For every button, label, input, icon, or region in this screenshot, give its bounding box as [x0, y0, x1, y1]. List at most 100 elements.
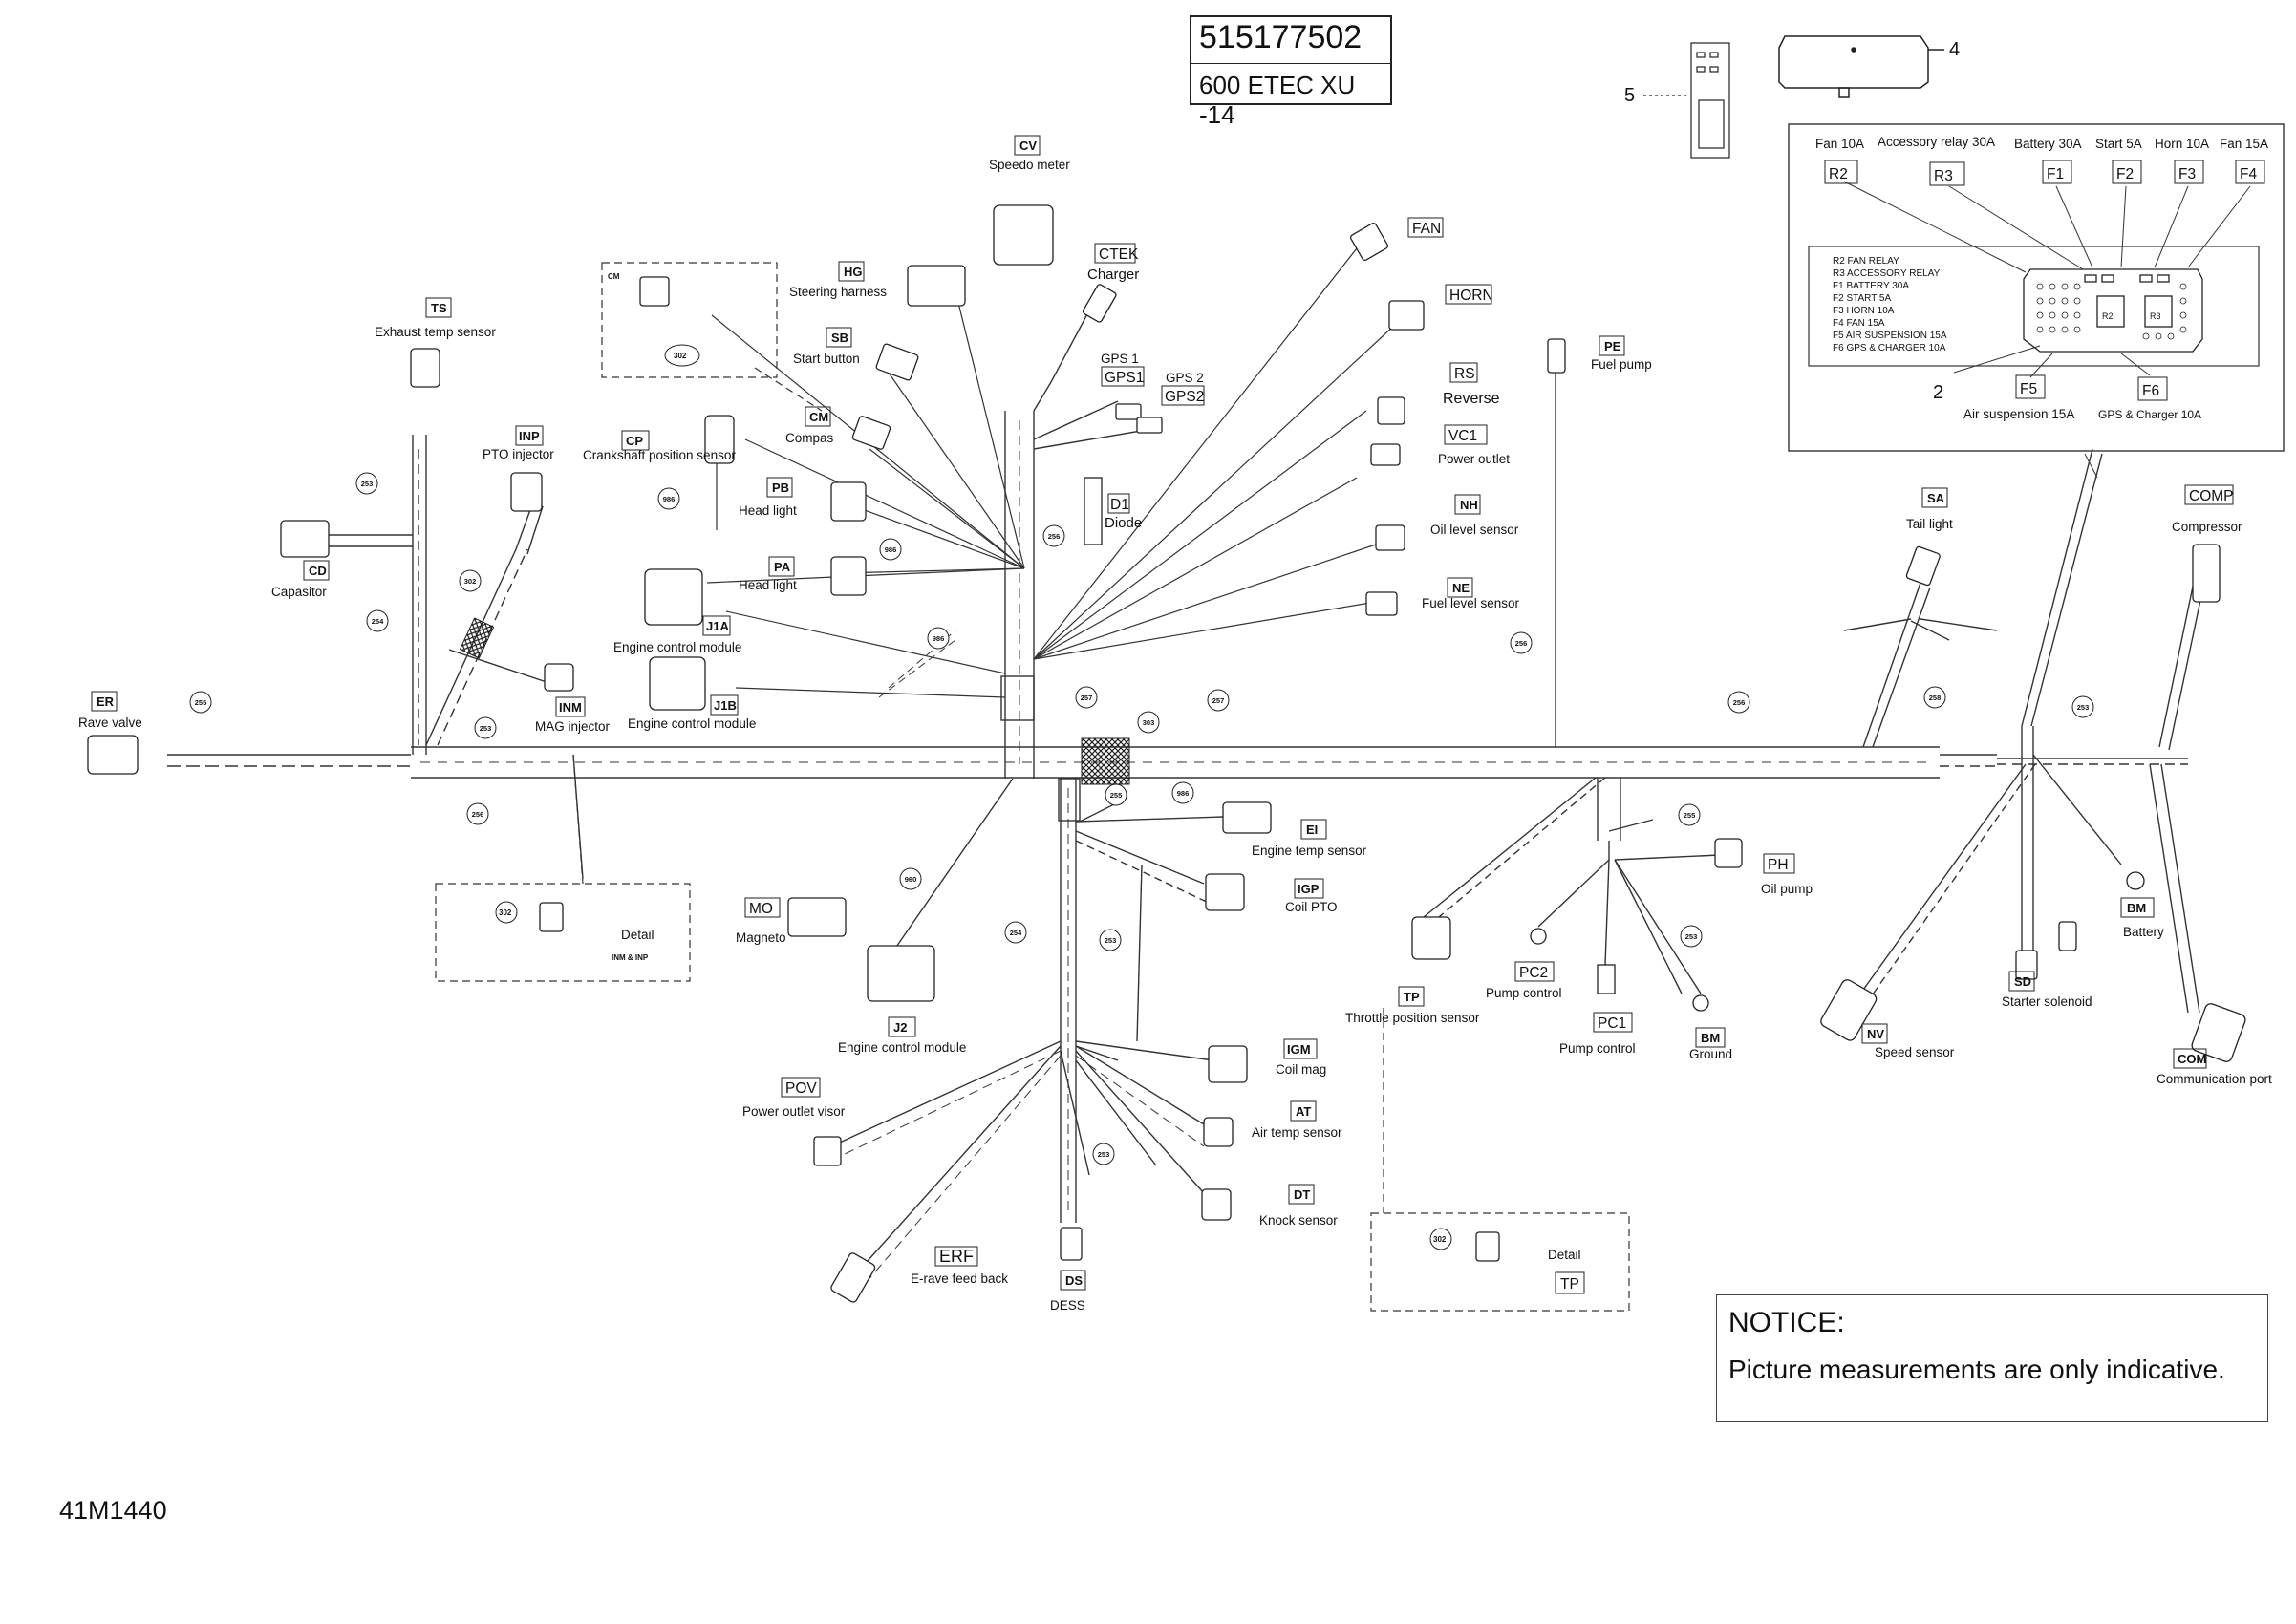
hub-fanout-dashed: [878, 630, 956, 698]
fuse-code-f6: F6: [2142, 383, 2159, 399]
code-cp: CP: [626, 434, 643, 448]
code-ne: NE: [1452, 581, 1470, 595]
label-start-button: Start button: [793, 352, 860, 366]
coil-pto-connector: [1205, 873, 1245, 911]
hub-fanout: [706, 247, 1396, 698]
item-2-label: 2: [1933, 382, 1943, 403]
notice-heading: NOTICE:: [1728, 1307, 1845, 1338]
air-temp-connector: [1203, 1117, 1234, 1147]
communication-port-connector: [2191, 1003, 2246, 1062]
label-coil-mag: Coil mag: [1276, 1062, 1326, 1077]
fuse-inner-r2: R2: [2102, 311, 2114, 321]
fuse-code-r2: R2: [1829, 166, 1848, 182]
horn-connector: [1388, 300, 1425, 331]
clip-label: 256: [1048, 532, 1061, 541]
erave-feedback-connector: [830, 1252, 876, 1303]
diode-component: [1084, 477, 1103, 545]
fuse-top-label-2: Battery 30A: [2014, 137, 2082, 151]
label-speedo-meter: Speedo meter: [989, 158, 1070, 172]
code-pc1: PC1: [1598, 1015, 1626, 1032]
label-knock-sensor: Knock sensor: [1259, 1213, 1338, 1228]
clip-label: 254: [372, 617, 384, 626]
label-air-temp: Air temp sensor: [1252, 1125, 1342, 1140]
code-pa: PA: [774, 560, 791, 574]
label-power-outlet-visor: Power outlet visor: [742, 1104, 846, 1119]
gps1-connector: [1115, 403, 1142, 420]
fuse-top-label-3: Start 5A: [2095, 137, 2142, 151]
code-erf: ERF: [939, 1247, 974, 1266]
detail-cm-tag: CM: [608, 272, 620, 281]
clip-label: 256: [472, 810, 484, 819]
code-ds: DS: [1065, 1273, 1083, 1288]
oil-pump-connector: [1714, 838, 1743, 868]
detail-right-ref: 302: [1433, 1235, 1447, 1244]
clip-label: 256: [1733, 698, 1746, 707]
label-exhaust-temp: Exhaust temp sensor: [375, 325, 496, 339]
detail-ref-circles: [495, 344, 1452, 1250]
power-outlet-connector: [1370, 443, 1401, 466]
fuse-legend-7: F6 GPS & CHARGER 10A: [1833, 343, 1946, 353]
fuse-code-f4: F4: [2240, 166, 2257, 182]
speed-sensor-connector: [1820, 979, 1878, 1041]
grommet-302: [459, 617, 495, 659]
fuse-bottom-label-0: Air suspension 15A: [1963, 407, 2074, 421]
label-ecm-j2: Engine control module: [838, 1040, 966, 1055]
label-erave-feedback: E-rave feed back: [911, 1271, 1008, 1286]
compressor-connector: [2192, 544, 2221, 603]
engine-temp-connector: [1222, 801, 1272, 834]
fuse-inner-r3: R3: [2150, 311, 2161, 321]
label-capasitor: Capasitor: [271, 585, 327, 599]
coil-mag-connector: [1208, 1045, 1248, 1083]
label-reverse: Reverse: [1443, 391, 1500, 407]
code-sd: SD: [2014, 974, 2031, 989]
code-at: AT: [1296, 1104, 1311, 1119]
throttle-position-connector: [1411, 916, 1451, 960]
label-starter-solenoid: Starter solenoid: [2002, 994, 2092, 1009]
central-bundle: [1000, 310, 1148, 779]
fuse-legend-frame: [1808, 246, 2260, 367]
code-comp: COMP: [2189, 488, 2234, 504]
right-branches: [1423, 353, 2208, 1014]
start-button-connector: [875, 343, 919, 381]
label-compas: Compas: [785, 431, 834, 445]
clip-label: 255: [1110, 791, 1123, 800]
code-pb: PB: [772, 481, 789, 495]
code-ctek: CTEK: [1099, 246, 1139, 263]
speedo-meter-connector: [993, 204, 1054, 266]
fuse-code-f3: F3: [2178, 166, 2196, 182]
label-communication-port: Communication port: [2157, 1072, 2272, 1086]
label-speed-sensor: Speed sensor: [1875, 1045, 1955, 1059]
code-inp: INP: [519, 429, 540, 443]
head-light-pb-connector: [830, 481, 867, 522]
label-engine-temp: Engine temp sensor: [1252, 844, 1367, 858]
clip-label: 986: [663, 495, 676, 503]
code-sa: SA: [1927, 491, 1945, 505]
detail-left-tag: INM & INP: [612, 953, 649, 962]
exhaust-temp-sensor-connector: [410, 348, 440, 388]
code-rs: RS: [1454, 366, 1475, 382]
tail-light-connector: [1905, 545, 1941, 587]
code-bm-battery: BM: [2127, 901, 2146, 915]
document-id: 41M1440: [59, 1496, 167, 1525]
label-pto-injector: PTO injector: [483, 447, 554, 461]
fuse-top-label-1: Accessory relay 30A: [1878, 135, 1995, 149]
code-j1b: J1B: [714, 698, 737, 713]
steering-harness-connector: [907, 265, 966, 307]
clip-label: 960: [905, 875, 917, 884]
item-4-label: 4: [1949, 39, 1960, 60]
label-charger: Charger: [1087, 267, 1139, 283]
code-nv: NV: [1867, 1027, 1884, 1041]
charger-connector: [1082, 284, 1117, 323]
ecm-j1b-connector: [649, 656, 706, 711]
fuse-top-label-4: Horn 10A: [2155, 137, 2209, 151]
code-j1a: J1A: [706, 619, 729, 633]
label-pump-control-pc2: Pump control: [1486, 986, 1562, 1000]
code-inm: INM: [559, 700, 582, 715]
magneto-connector: [787, 897, 847, 937]
clip-label: 254: [1010, 929, 1022, 937]
dess-connector: [1060, 1227, 1083, 1261]
detail-tp-connector: [1475, 1231, 1500, 1262]
label-power-outlet: Power outlet: [1438, 452, 1510, 466]
label-coil-pto: Coil PTO: [1285, 900, 1338, 914]
fuse-legend-4: F3 HORN 10A: [1833, 306, 1895, 316]
